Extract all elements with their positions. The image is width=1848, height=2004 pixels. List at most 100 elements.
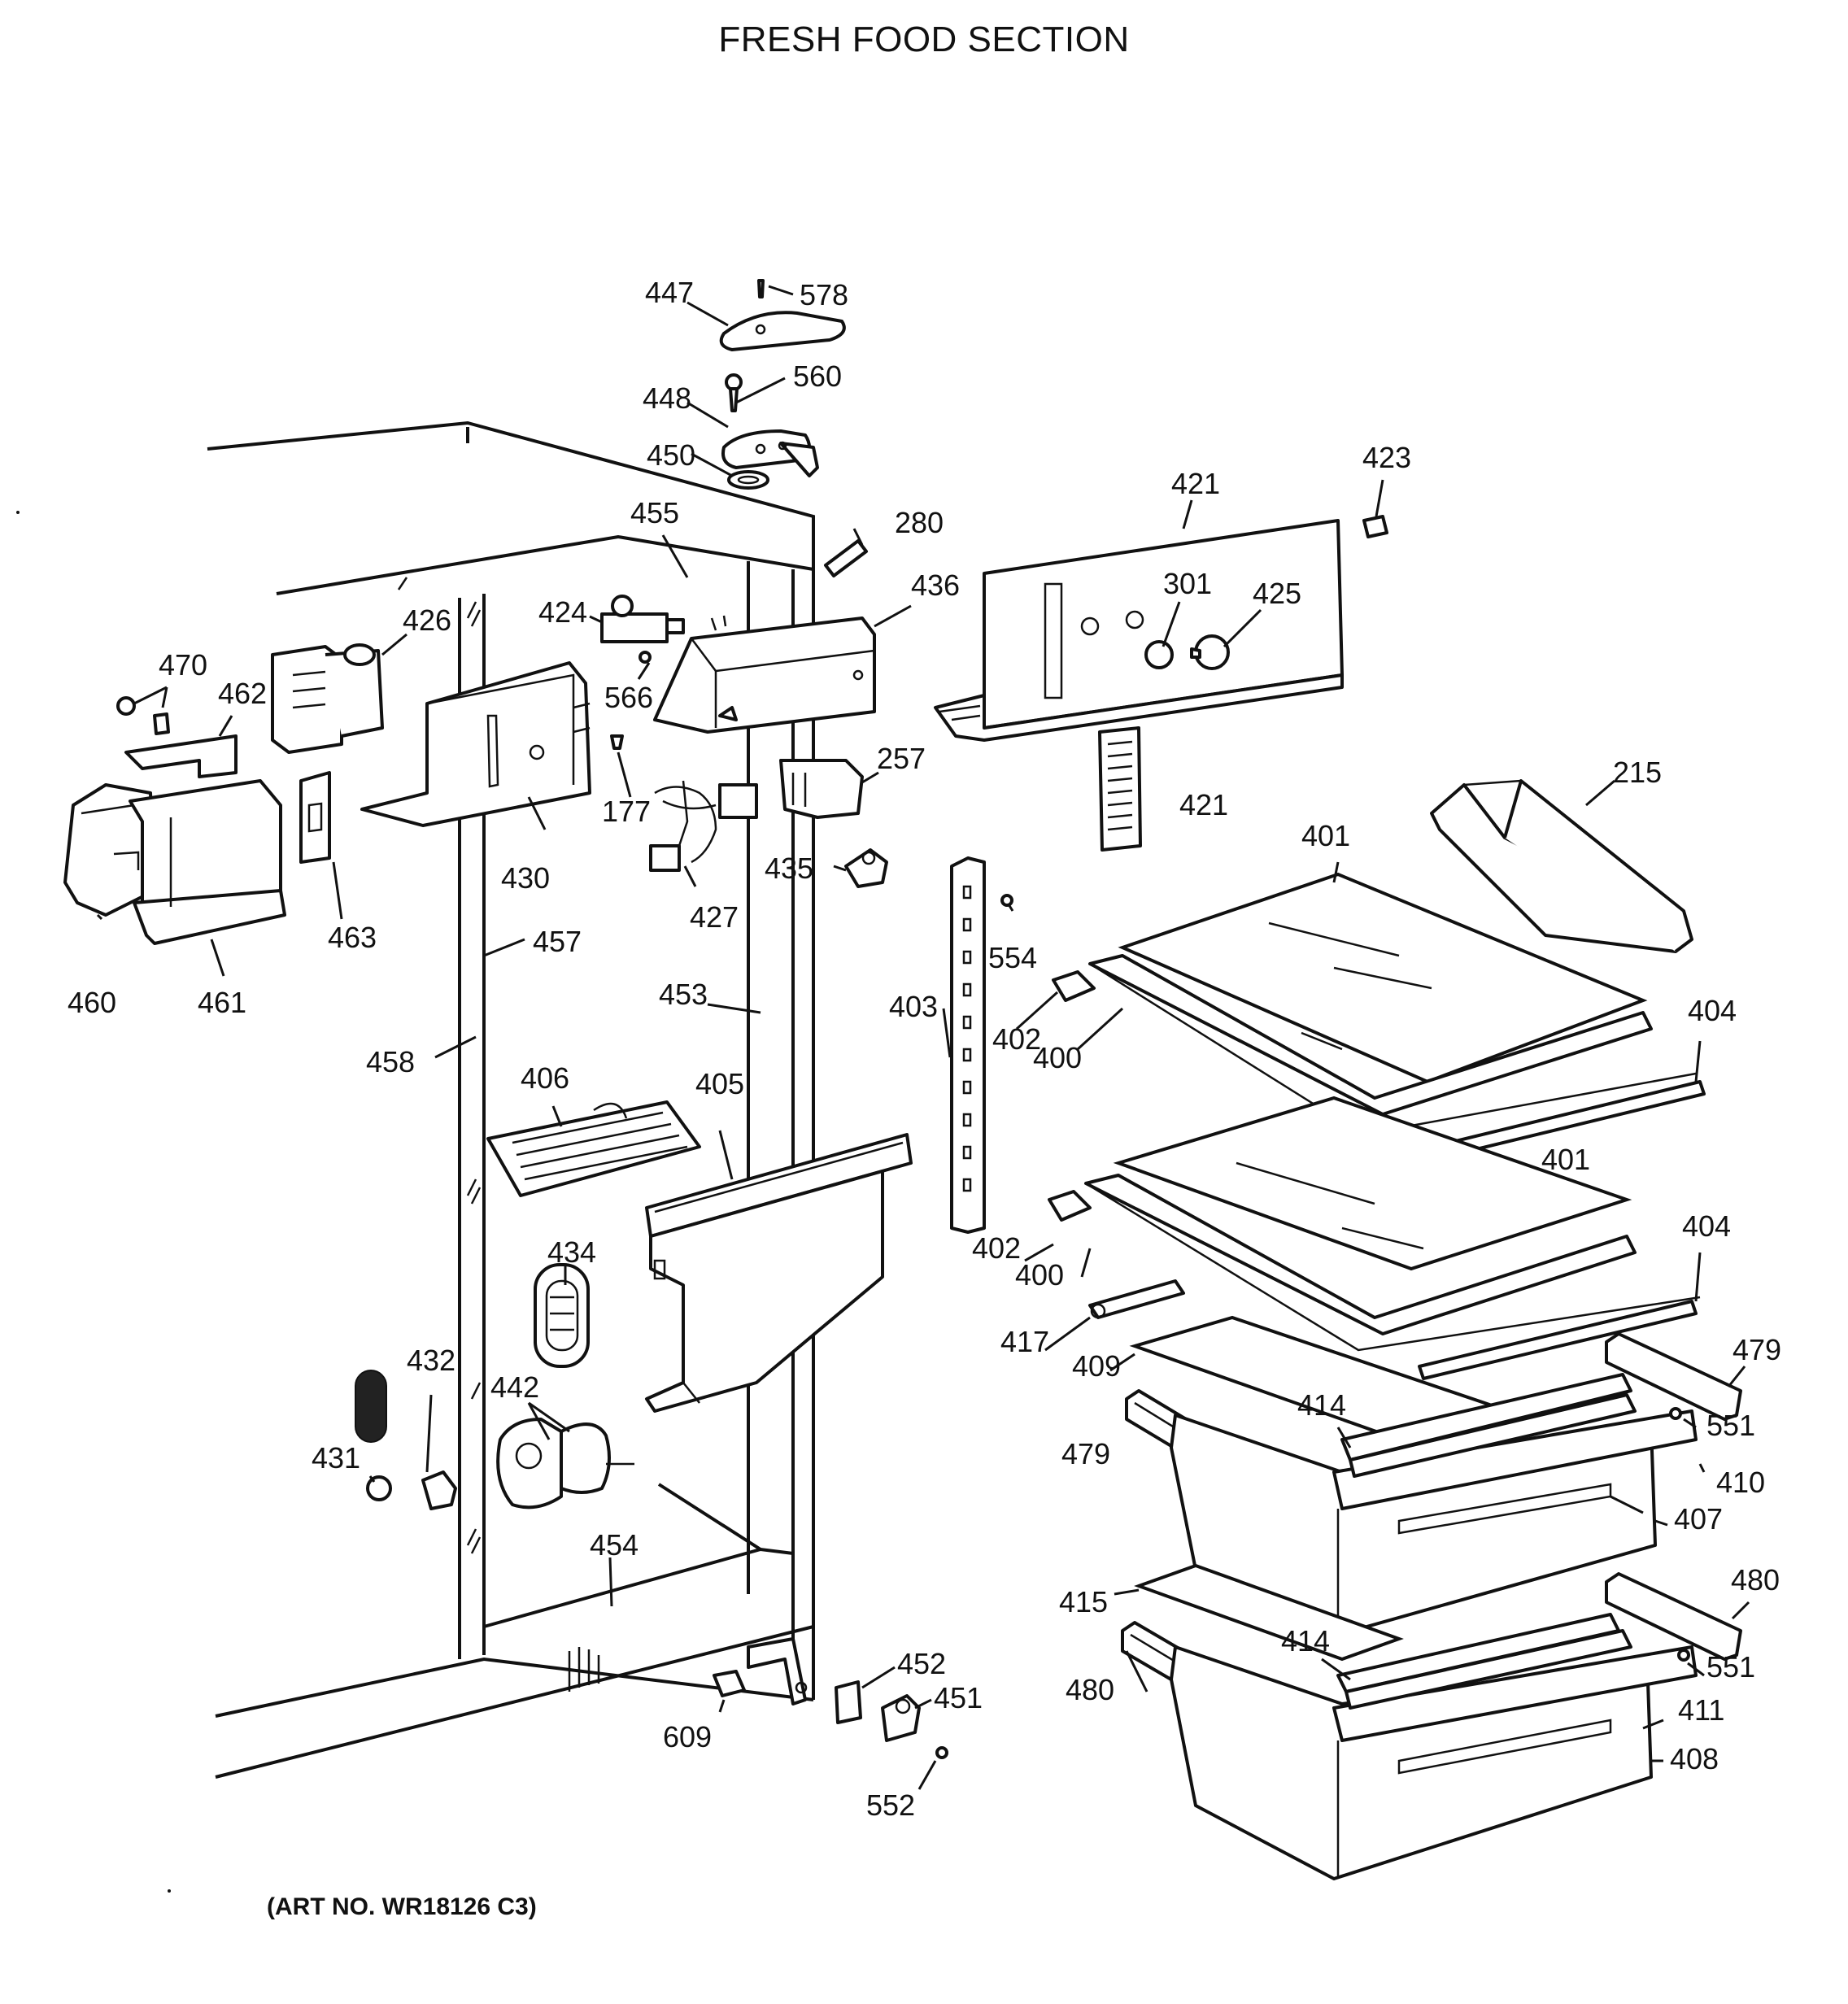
label-450: 450 — [647, 438, 695, 472]
relay-435 — [844, 848, 888, 888]
hinge-448 — [721, 429, 819, 477]
socket-431-432 — [355, 1370, 457, 1510]
duct-cover-405 — [645, 1133, 913, 1413]
label-479-left: 479 — [1061, 1437, 1110, 1470]
label-409: 409 — [1072, 1349, 1121, 1383]
label-400-lower: 400 — [1015, 1258, 1064, 1292]
light-cover-406 — [486, 1100, 701, 1197]
screw-560 — [725, 373, 743, 412]
control-housing-436 — [653, 615, 876, 734]
hinge-cover-447 — [719, 311, 846, 351]
label-414-upper: 414 — [1297, 1388, 1346, 1422]
housing-461 — [129, 779, 286, 945]
label-551-lower: 551 — [1706, 1650, 1755, 1684]
parts-470 — [116, 696, 170, 735]
screw-566 — [639, 651, 652, 664]
rail-480-right — [1605, 1572, 1742, 1661]
label-470: 470 — [159, 648, 207, 682]
label-451: 451 — [934, 1681, 983, 1714]
label-426: 426 — [403, 603, 451, 637]
bracket-462 — [124, 734, 238, 778]
label-462: 462 — [218, 677, 267, 710]
label-560: 560 — [793, 359, 842, 393]
label-401-upper: 401 — [1301, 819, 1350, 852]
label-405: 405 — [695, 1067, 744, 1100]
cap-609 — [713, 1670, 746, 1697]
vent-434 — [534, 1263, 590, 1368]
shelf-glass-401-lower — [1113, 1096, 1632, 1271]
art-number: (ART NO. WR18126 C3) — [267, 1893, 537, 1920]
label-578: 578 — [800, 278, 848, 311]
switch-424 — [600, 595, 685, 643]
wire-harness-427 — [649, 780, 758, 872]
label-430: 430 — [501, 861, 550, 895]
screw-552 — [935, 1746, 948, 1759]
label-551-upper: 551 — [1706, 1409, 1755, 1442]
label-431: 431 — [312, 1441, 360, 1475]
label-479-right: 479 — [1732, 1333, 1781, 1366]
label-411: 411 — [1678, 1693, 1724, 1727]
drawer-408 — [1170, 1645, 1698, 1880]
label-448: 448 — [643, 381, 691, 415]
bulb-280 — [824, 539, 868, 577]
screw-554 — [1000, 894, 1013, 907]
cover-glass-415 — [1134, 1563, 1404, 1662]
label-404-upper: 404 — [1688, 994, 1737, 1027]
label-415: 415 — [1059, 1585, 1108, 1618]
label-457: 457 — [533, 925, 582, 958]
screws-551 — [1669, 1407, 1690, 1662]
label-402-lower: 402 — [972, 1231, 1021, 1265]
part-labels: 447 578 560 448 450 455 280 421 423 424 … — [68, 276, 1781, 1822]
label-442: 442 — [490, 1370, 539, 1404]
label-458: 458 — [366, 1045, 415, 1078]
label-452: 452 — [897, 1647, 946, 1680]
control-panel-421 — [934, 519, 1344, 742]
label-407: 407 — [1674, 1502, 1723, 1536]
label-215: 215 — [1613, 756, 1662, 789]
label-480-right: 480 — [1731, 1563, 1780, 1597]
label-414-lower: 414 — [1281, 1624, 1330, 1658]
plate-452 — [835, 1680, 862, 1724]
thermostat-426 — [271, 643, 384, 754]
crisper-frame-414-upper — [1340, 1373, 1632, 1462]
rail-479-right — [1605, 1332, 1742, 1421]
label-410: 410 — [1716, 1466, 1765, 1499]
label-434: 434 — [547, 1235, 596, 1269]
drawer-407 — [1170, 1409, 1698, 1636]
label-423: 423 — [1362, 441, 1411, 474]
label-435: 435 — [765, 852, 813, 885]
label-461: 461 — [198, 986, 246, 1019]
label-421-shield: 421 — [1179, 788, 1228, 821]
clip-463 — [299, 771, 331, 864]
knob-423 — [1362, 515, 1388, 538]
label-436: 436 — [911, 569, 960, 602]
label-453: 453 — [659, 978, 708, 1011]
label-460: 460 — [68, 986, 116, 1019]
label-566: 566 — [604, 681, 653, 714]
slide-417 — [1088, 1279, 1185, 1319]
label-406: 406 — [521, 1061, 569, 1095]
light-shield-421 — [1098, 726, 1142, 852]
label-455: 455 — [630, 496, 679, 529]
diagram-title: FRESH FOOD SECTION — [718, 20, 1130, 59]
label-609: 609 — [663, 1720, 712, 1754]
label-401-lower: 401 — [1541, 1143, 1590, 1176]
shelf-glass-401-upper — [1118, 872, 1648, 1084]
label-427: 427 — [690, 900, 739, 934]
drawer-trim-410 — [1349, 1393, 1637, 1478]
label-177: 177 — [602, 795, 651, 828]
label-257: 257 — [877, 742, 926, 775]
label-463: 463 — [328, 921, 377, 954]
label-552: 552 — [866, 1788, 915, 1822]
housing-460 — [63, 783, 156, 917]
screw-578 — [757, 279, 765, 298]
fan-motor-442 — [496, 1418, 634, 1510]
label-404-lower: 404 — [1682, 1209, 1731, 1243]
label-480-left: 480 — [1066, 1673, 1114, 1706]
label-424: 424 — [538, 595, 587, 629]
label-454: 454 — [590, 1528, 639, 1562]
shelf-trim-404-lower — [1418, 1300, 1698, 1380]
label-417: 417 — [1000, 1325, 1049, 1358]
label-447: 447 — [645, 276, 694, 309]
